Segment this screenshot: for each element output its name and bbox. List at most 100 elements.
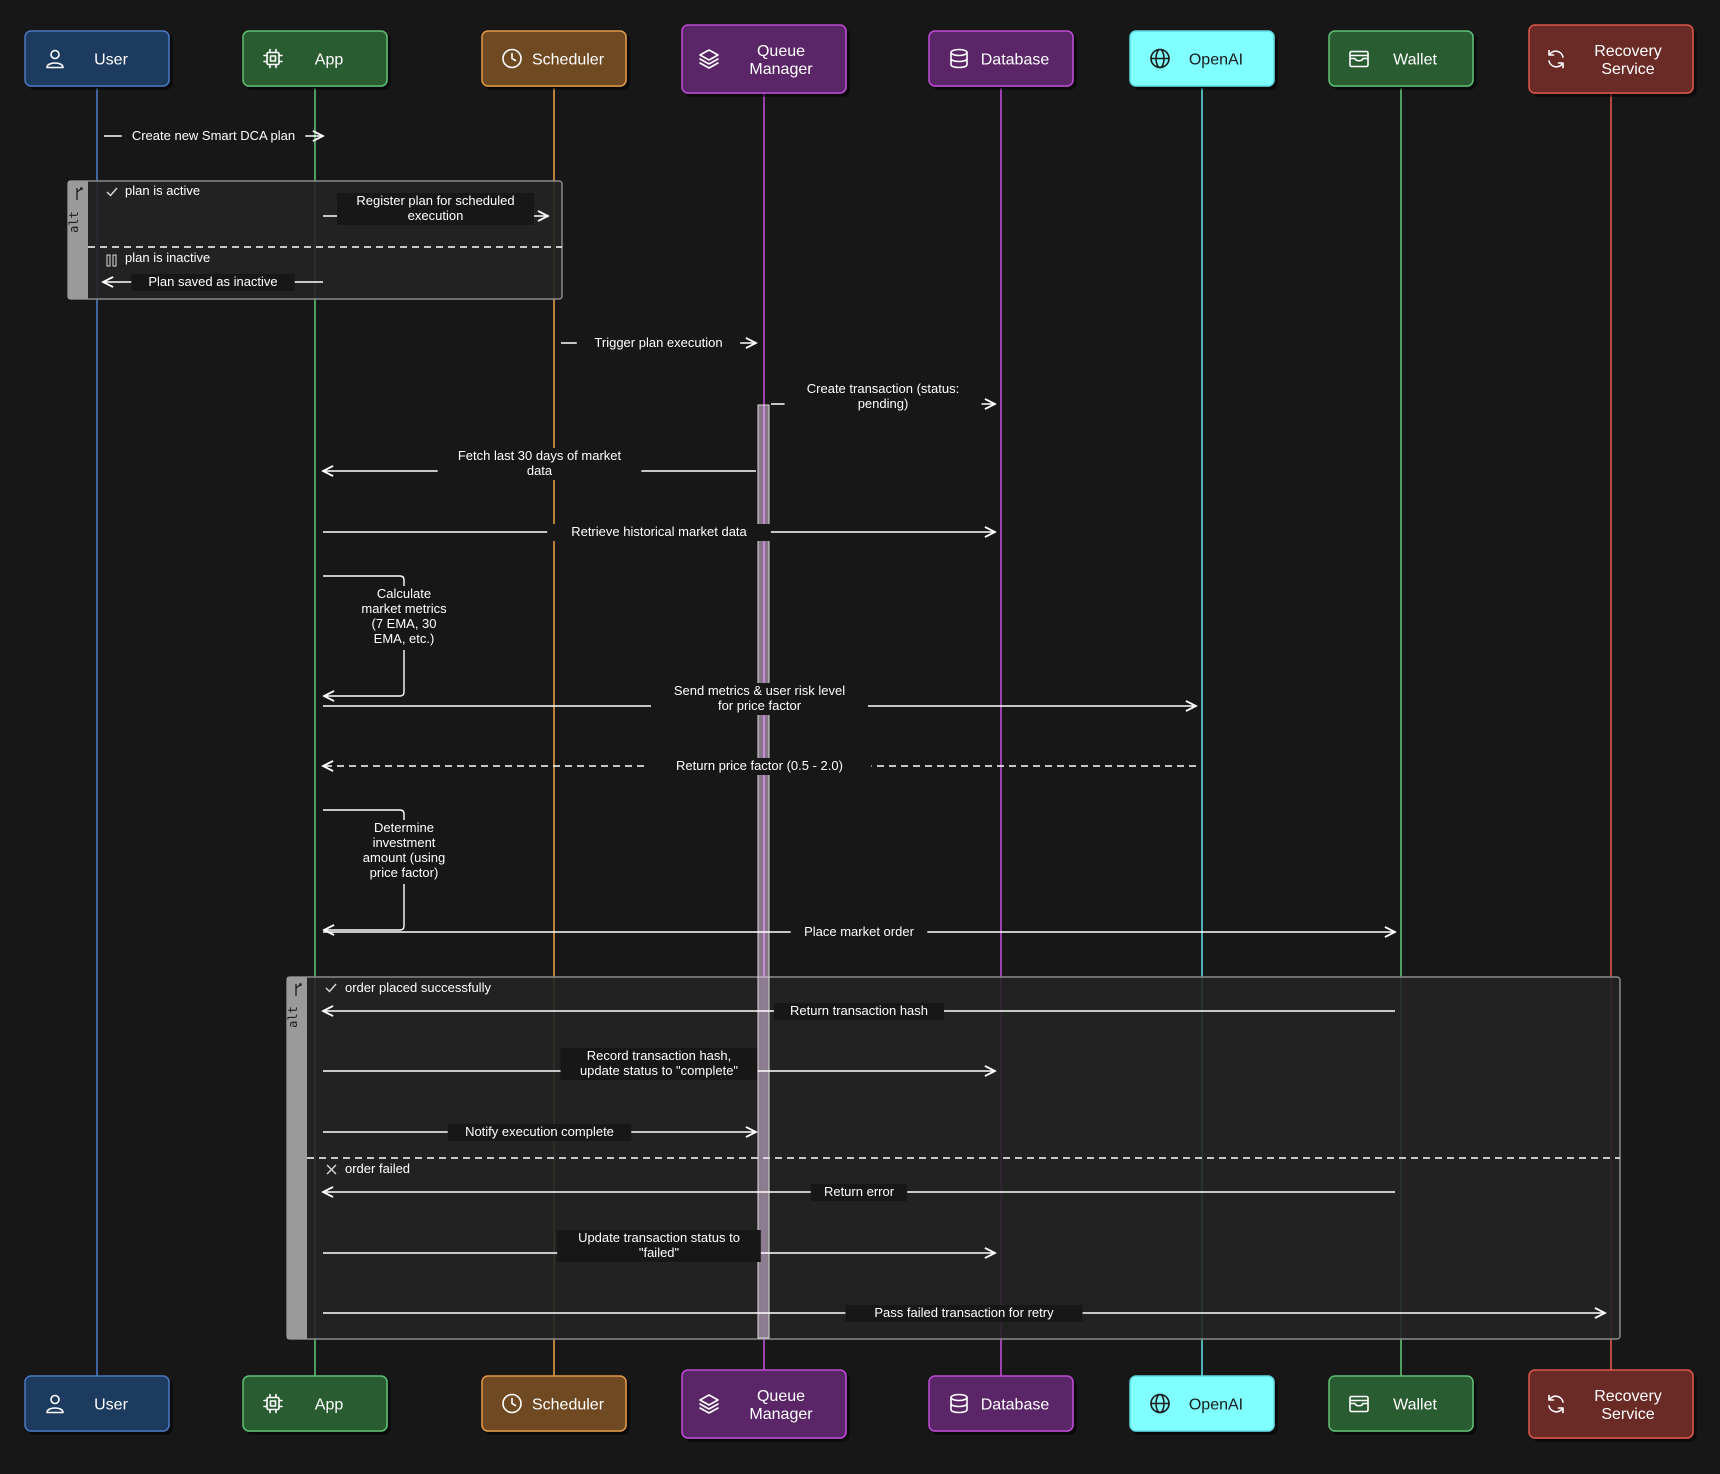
message-label: Return price factor (0.5 - 2.0) (676, 758, 843, 773)
label-backdrop (437, 448, 642, 480)
participant-label: OpenAI (1189, 52, 1243, 69)
check-icon (106, 187, 118, 197)
participant-database: Database (928, 1375, 1074, 1432)
label-backdrop (773, 1003, 945, 1020)
label-backdrop (557, 1230, 761, 1262)
participant-label: Database (981, 1397, 1050, 1414)
globe-icon (1150, 1393, 1170, 1414)
participant-box (481, 1375, 627, 1432)
participant-box (1129, 30, 1275, 87)
cpu-icon (263, 1393, 283, 1414)
participant-box (1528, 1369, 1694, 1439)
label-backdrop (790, 924, 928, 941)
fragment-section-label: order failed (345, 1161, 410, 1176)
message: Record transaction hash,update status to… (323, 1048, 995, 1080)
layers-icon (699, 1394, 719, 1414)
participant-label: User (94, 52, 128, 69)
participant-label: Scheduler (532, 52, 605, 69)
message: Plan saved as inactive (103, 274, 323, 291)
participant-box (681, 1369, 847, 1439)
message-label: Notify execution complete (465, 1124, 614, 1139)
label-backdrop (358, 586, 450, 650)
message-label: Retrieve historical market data (571, 524, 747, 539)
participant-box (1528, 24, 1694, 94)
message-label: Trigger plan execution (594, 335, 722, 350)
message: Update transaction status to"failed" (323, 1230, 995, 1262)
message-label: Return error (824, 1184, 895, 1199)
message: Create transaction (status:pending) (771, 381, 995, 413)
user-icon (46, 49, 64, 69)
label-backdrop (358, 820, 450, 884)
message: Return price factor (0.5 - 2.0) (323, 758, 1196, 775)
branch-icon (295, 983, 302, 996)
participant-scheduler: Scheduler (481, 1375, 627, 1432)
participant-box (481, 30, 627, 87)
participant-box (1328, 30, 1474, 87)
label-backdrop (784, 381, 982, 413)
participant-user: User (24, 30, 170, 87)
participant-database: Database (928, 30, 1074, 87)
globe-icon (1150, 48, 1170, 69)
message: Pass failed transaction for retry (323, 1305, 1605, 1322)
alt-fragment: alt order placed successfully order fail… (286, 976, 1621, 1340)
check-icon (325, 983, 337, 993)
branch-icon (76, 187, 83, 200)
layers-icon (699, 49, 719, 69)
label-backdrop (845, 1305, 1083, 1322)
refresh-icon (1548, 1394, 1564, 1414)
message: Notify execution complete (323, 1124, 756, 1141)
participant-label: User (94, 1397, 128, 1414)
message: Place market order (323, 924, 1395, 941)
participant-box (24, 1375, 170, 1432)
cpu-icon (263, 48, 283, 69)
participant-box (928, 1375, 1074, 1432)
label-backdrop (810, 1184, 908, 1201)
label-backdrop (576, 335, 741, 352)
clock-icon (502, 48, 522, 69)
participant-app: App (242, 1375, 388, 1432)
fragment-section-label: plan is inactive (125, 250, 210, 265)
fragment-section-label: plan is active (125, 183, 200, 198)
fragment-section-label: order placed successfully (345, 980, 491, 995)
message-label: Create transaction (status:pending) (807, 381, 959, 411)
participant-box (1328, 1375, 1474, 1432)
message-label: Update transaction status to"failed" (578, 1230, 740, 1260)
wallet-icon (1349, 50, 1369, 68)
label-backdrop (651, 683, 868, 715)
participant-box (242, 30, 388, 87)
message: Return transaction hash (323, 1003, 1395, 1020)
wallet-icon (1349, 1395, 1369, 1413)
message: Create new Smart DCA plan (104, 128, 323, 145)
participant-label: Wallet (1393, 1397, 1437, 1414)
participant-scheduler: Scheduler (481, 30, 627, 87)
participant-label: Database (981, 52, 1050, 69)
participant-app: App (242, 30, 388, 87)
user-icon (46, 1394, 64, 1414)
lifelines (96, 88, 1612, 1382)
database-icon (950, 1393, 968, 1414)
label-backdrop (547, 524, 771, 541)
participant-openai: OpenAI (1129, 1375, 1275, 1432)
refresh-icon (1548, 49, 1564, 69)
label-backdrop (337, 193, 534, 225)
participant-box (681, 24, 847, 94)
participant-label: App (315, 52, 344, 69)
participant-box (242, 1375, 388, 1432)
participant-box (1129, 1375, 1275, 1432)
